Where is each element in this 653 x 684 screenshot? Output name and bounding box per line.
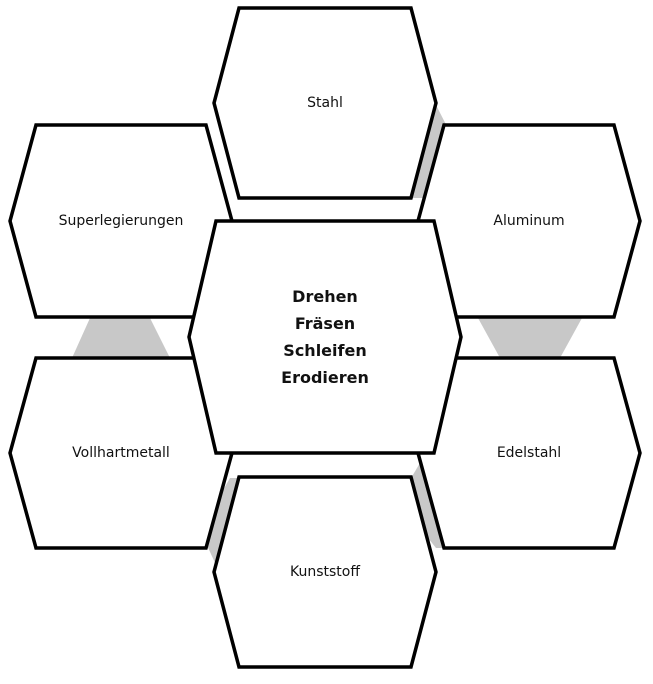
hex-label-vollhartmetall: Vollhartmetall — [72, 445, 170, 461]
hex-label-kunststoff: Kunststoff — [289, 564, 361, 580]
hex-label-stahl: Stahl — [307, 95, 343, 111]
center-hex-text: Drehen Fräsen Schleifen Erodieren — [281, 283, 369, 391]
process-fraesen: Fräsen — [294, 314, 356, 333]
hex-label-superlegierungen: Superlegierungen — [58, 213, 184, 229]
hex-label-aluminum: Aluminum — [493, 213, 565, 229]
hex-kunststoff — [212, 475, 438, 669]
connector-aluminum-edelstahl — [478, 318, 582, 358]
hex-center — [187, 219, 463, 455]
connector-vollhartmetall-superlegierungen — [72, 318, 170, 358]
process-erodieren: Erodieren — [281, 368, 369, 387]
process-drehen: Drehen — [292, 287, 358, 306]
hex-stahl — [212, 6, 438, 200]
hex-label-edelstahl: Edelstahl — [496, 445, 562, 461]
process-schleifen: Schleifen — [283, 341, 367, 360]
